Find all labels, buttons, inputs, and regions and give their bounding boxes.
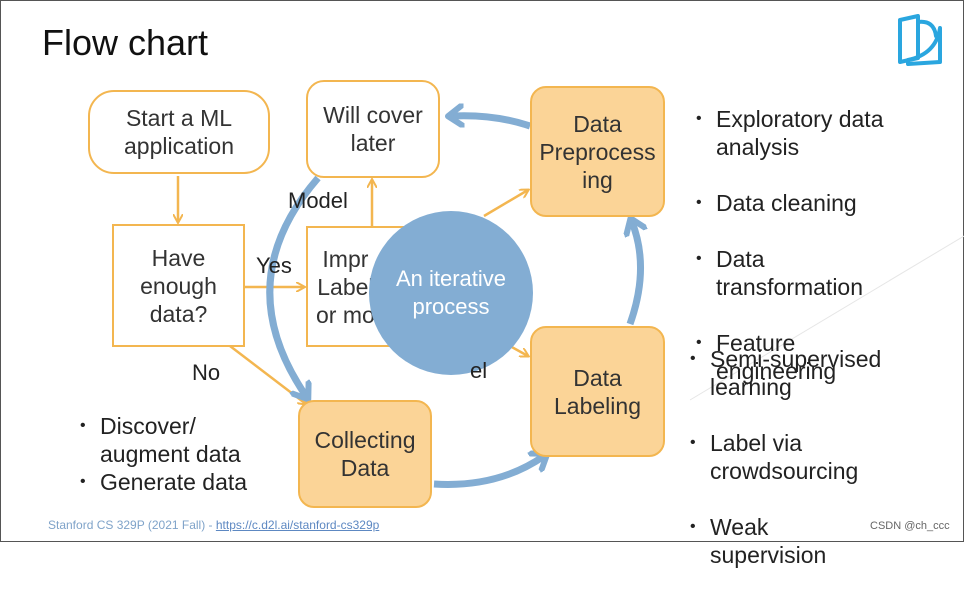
- bullet-item: Data cleaning: [694, 189, 883, 217]
- edge-label-partial: el: [470, 358, 488, 383]
- collecting-data-node: Collecting Data: [298, 400, 432, 508]
- edge-label-no: No: [192, 360, 221, 385]
- edge-label-model: Model: [288, 188, 348, 213]
- iterative-process-circle: An iterative process: [369, 211, 533, 375]
- bullet-item: Label via crowdsourcing: [688, 429, 881, 485]
- slide-footer: Stanford CS 329P (2021 Fall) - https://c…: [48, 518, 379, 532]
- data-preprocessing-node: Data Preprocess ing: [530, 86, 665, 217]
- edge-label-yes: Yes: [256, 253, 292, 278]
- slide-title: Flow chart: [42, 22, 209, 63]
- start-ml-application-node: Start a ML application: [88, 90, 270, 174]
- d2l-logo-icon: [898, 14, 942, 66]
- footer-course-link[interactable]: https://c.d2l.ai/stanford-cs329p: [215, 518, 380, 532]
- csdn-watermark: CSDN @ch_ccc: [870, 520, 950, 532]
- data-labeling-node: Data Labeling: [530, 326, 665, 457]
- footer-source-text: Stanford CS 329P (2021 Fall) -: [48, 518, 216, 532]
- labeling-bullet-list: Semi-supervised learning Label via crowd…: [688, 317, 881, 597]
- have-enough-data-decision-node: Have enough data?: [112, 224, 245, 347]
- bullet-item: Exploratory data analysis: [694, 105, 883, 161]
- bullet-item: Weak supervision: [688, 513, 881, 569]
- collecting-bullet-list: Discover/ augment data Generate data: [78, 412, 247, 496]
- will-cover-later-node: Will cover later: [306, 80, 440, 178]
- bullet-item: Discover/ augment data: [78, 412, 247, 468]
- bullet-item: Generate data: [78, 468, 247, 496]
- bullet-item: Data transformation: [694, 245, 883, 301]
- bullet-item: Semi-supervised learning: [688, 345, 881, 401]
